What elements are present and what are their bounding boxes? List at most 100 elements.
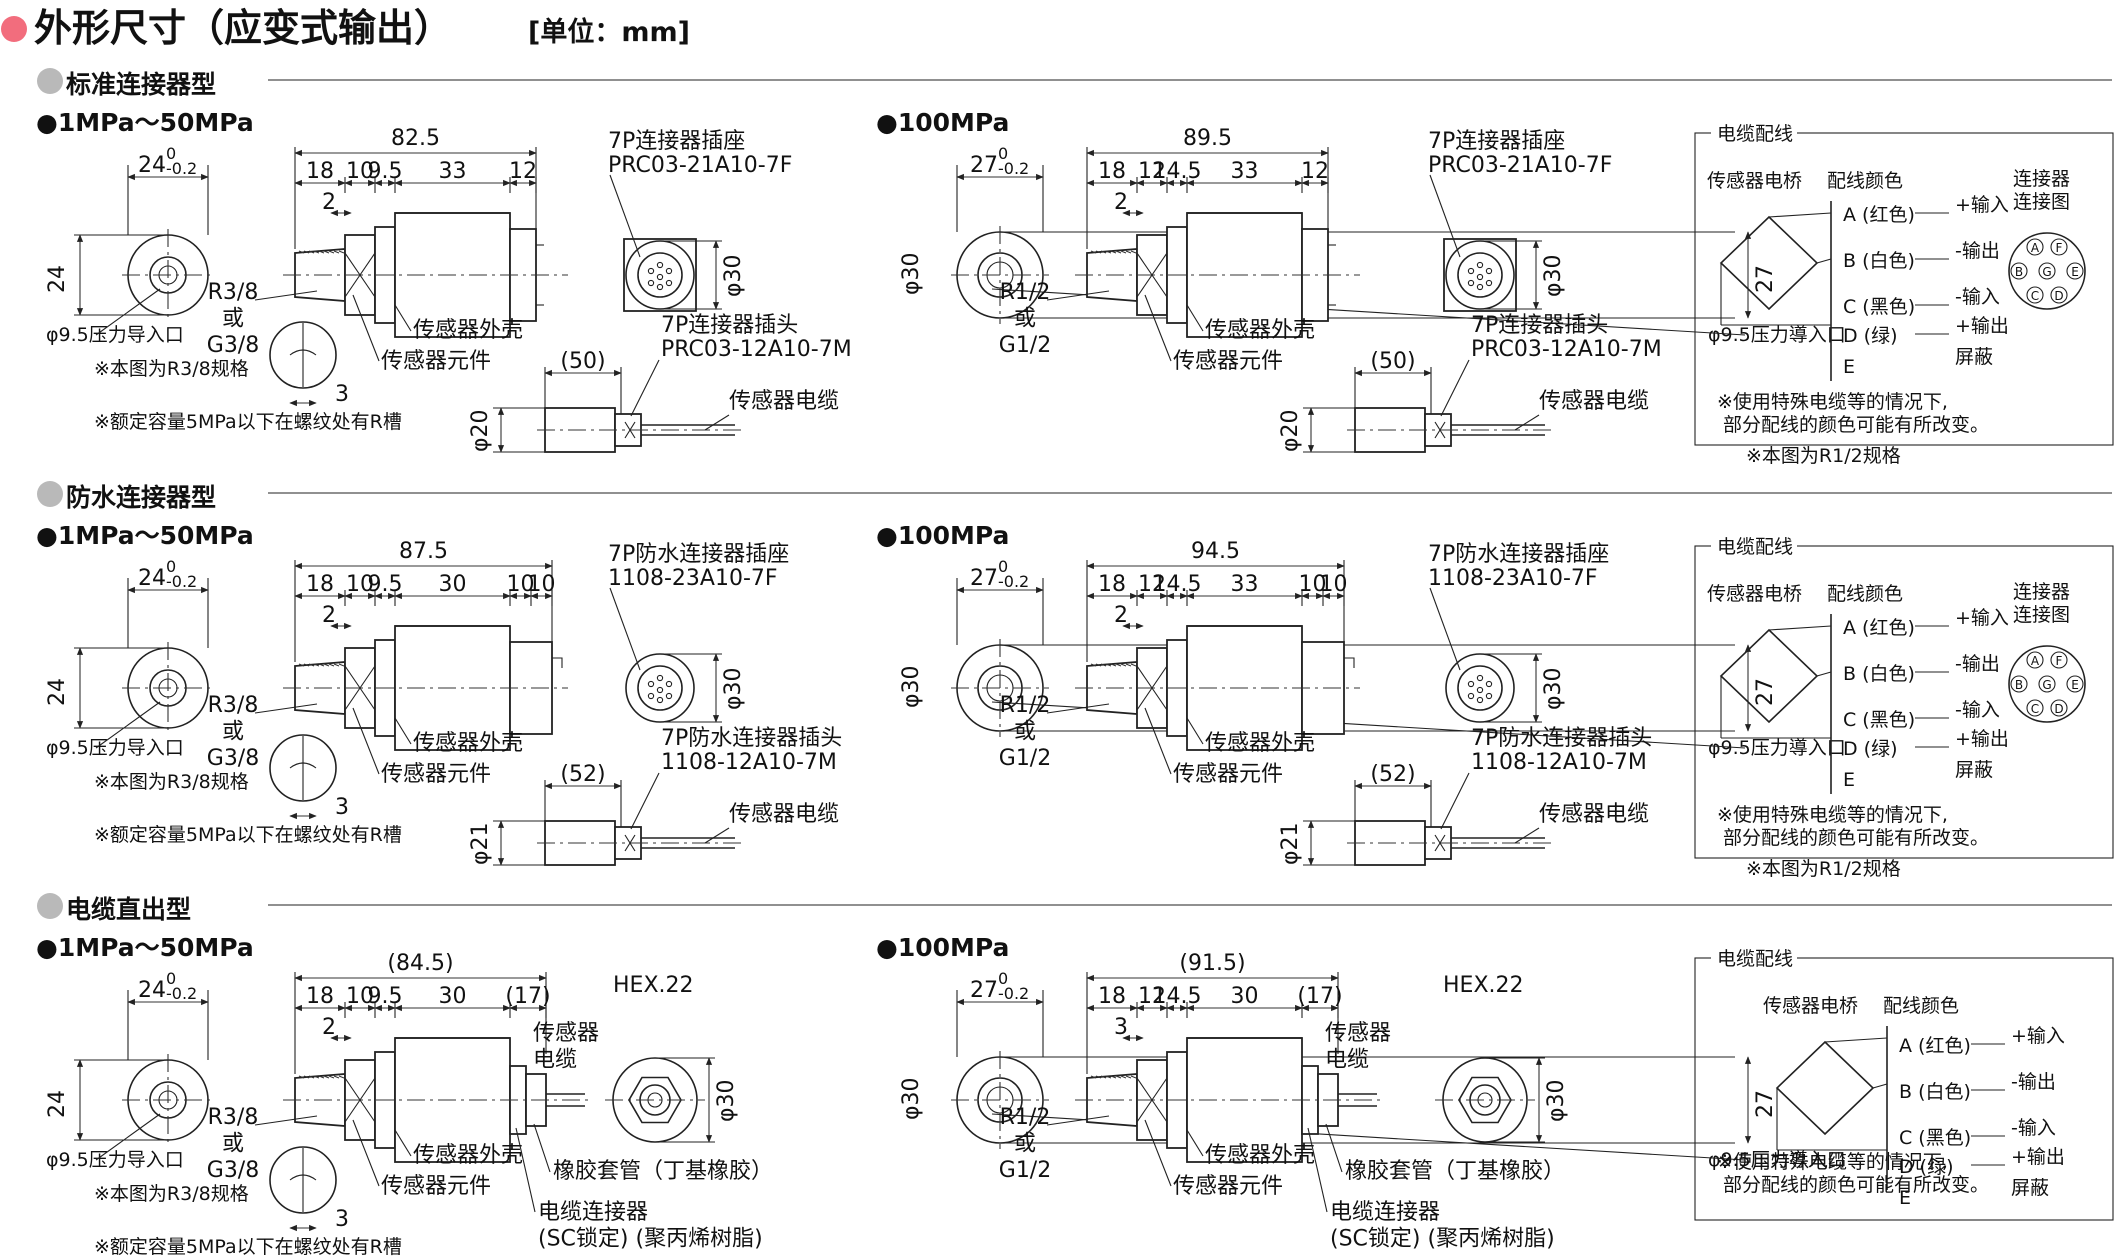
- leader: [1046, 1115, 1110, 1126]
- socket-pin: [656, 696, 664, 704]
- socket-pin: [1476, 674, 1484, 682]
- thread-tooth: [1110, 663, 1117, 667]
- signal-label: +输出: [1955, 315, 2009, 337]
- socket-pin: [1467, 680, 1475, 688]
- thread-tooth: [318, 250, 325, 254]
- wiring-title: 电缆配线: [1717, 948, 1793, 970]
- wiring-title-bg: [1711, 534, 1797, 558]
- height-value: 27: [1753, 678, 1778, 706]
- signal-label: +输入: [1955, 194, 2009, 216]
- total-length-value: (84.5): [387, 951, 453, 976]
- cable-top-label: 传感器电缆: [1325, 1021, 1391, 1072]
- thread-tooth: [328, 250, 335, 254]
- wire-row-label: C (黑色): [1843, 296, 1915, 318]
- plug-title: 7P防水连接器插头: [661, 726, 842, 751]
- pin-label: C: [2031, 289, 2039, 303]
- height-value: 24: [45, 265, 70, 293]
- segment-value: 12: [1301, 159, 1329, 184]
- segment-value: 10: [346, 159, 374, 184]
- leader: [95, 1113, 161, 1161]
- total-length-value: (91.5): [1179, 951, 1245, 976]
- variant-title: ●1MPa～50MPa: [36, 933, 254, 962]
- socket-pin: [656, 261, 664, 269]
- step-value: 2: [322, 1015, 336, 1040]
- socket-pin: [1476, 283, 1484, 291]
- pin-label: B: [2015, 265, 2023, 279]
- pin-label: A: [2031, 654, 2040, 668]
- hex-label: HEX.22: [1443, 973, 1524, 998]
- thread-tooth: [333, 250, 340, 254]
- pin-circle: [2050, 286, 2068, 304]
- plug-model: PRC03-12A10-7M: [1471, 337, 1662, 362]
- thread-tooth: [298, 250, 305, 254]
- thread-label-line: 或: [222, 1131, 244, 1156]
- conn-head-line: 连接器: [2013, 168, 2070, 190]
- page-header: 外形尺寸（应变式输出） [单位：mm]: [1, 6, 690, 50]
- wire: [1824, 1037, 1888, 1043]
- socket-pin: [1476, 261, 1484, 269]
- thread-tooth: [1100, 250, 1107, 254]
- socket-insert: [637, 665, 683, 711]
- wire-row-label: B (白色): [1899, 1081, 1971, 1103]
- wiring-note-line: ※使用特殊电缆等的情况下,: [1717, 804, 1948, 826]
- leader: [394, 717, 412, 745]
- segment-value: 12: [509, 159, 537, 184]
- title-dot-icon: [1, 16, 27, 42]
- wiring-note-line: 部分配线的颜色可能有所改变。: [1717, 414, 1989, 436]
- thread-tooth: [308, 663, 315, 667]
- thread-tooth: [1090, 250, 1097, 254]
- segment-value: 18: [1098, 159, 1126, 184]
- leader: [1186, 717, 1204, 745]
- leader: [1186, 304, 1204, 332]
- socket-pin: [1485, 267, 1493, 275]
- wire: [1768, 625, 1832, 631]
- socket-title: 7P连接器插座: [608, 129, 745, 154]
- thread-label-line: 或: [1014, 719, 1036, 744]
- signal-label: +输入: [1955, 607, 2009, 629]
- width-value: 24: [138, 978, 166, 1003]
- pin-label: G: [2042, 265, 2051, 279]
- thread-tooth: [298, 663, 305, 667]
- segment-value: 14.5: [1153, 572, 1202, 597]
- pin-label: D: [2054, 289, 2063, 303]
- height-value: 24: [45, 678, 70, 706]
- conn-head: 连接器连接图: [2013, 581, 2070, 626]
- plug-title: 7P连接器插头: [1471, 313, 1608, 338]
- thread-tooth: [318, 663, 325, 667]
- leader: [1046, 290, 1110, 301]
- cable-conn-label: 电缆连接器(SC锁定) (聚丙烯树脂): [1330, 1200, 1555, 1251]
- pin-circle: [2026, 286, 2044, 304]
- width-tol-upper: 0: [166, 144, 176, 163]
- socket-pin: [647, 267, 655, 275]
- element-label: 传感器元件: [1173, 349, 1283, 374]
- connector-tip: [552, 657, 563, 668]
- signal-label: -输入: [1955, 286, 2000, 308]
- signal-label: 屏蔽: [1955, 346, 1993, 368]
- thread-label-line: G3/8: [207, 746, 259, 771]
- total-length-value: 94.5: [1191, 539, 1240, 564]
- height-value: 24: [45, 1090, 70, 1118]
- hex-label: HEX.22: [613, 973, 694, 998]
- segment-value: 10: [346, 572, 374, 597]
- element-label: 传感器元件: [1173, 762, 1283, 787]
- cable-conn-label: 电缆连接器(SC锁定) (聚丙烯树脂): [538, 1200, 763, 1251]
- thread-tooth: [1130, 1075, 1137, 1079]
- diameter-value: φ30: [899, 252, 924, 295]
- thread-tooth: [338, 663, 345, 667]
- wiring-title-bg: [1711, 121, 1797, 145]
- wire-row-label: D (绿): [1899, 1156, 1954, 1178]
- wiring-note-line: ※使用特殊电缆等的情况下,: [1717, 1151, 1948, 1173]
- socket-pin: [1476, 696, 1484, 704]
- socket-outline: [625, 653, 695, 723]
